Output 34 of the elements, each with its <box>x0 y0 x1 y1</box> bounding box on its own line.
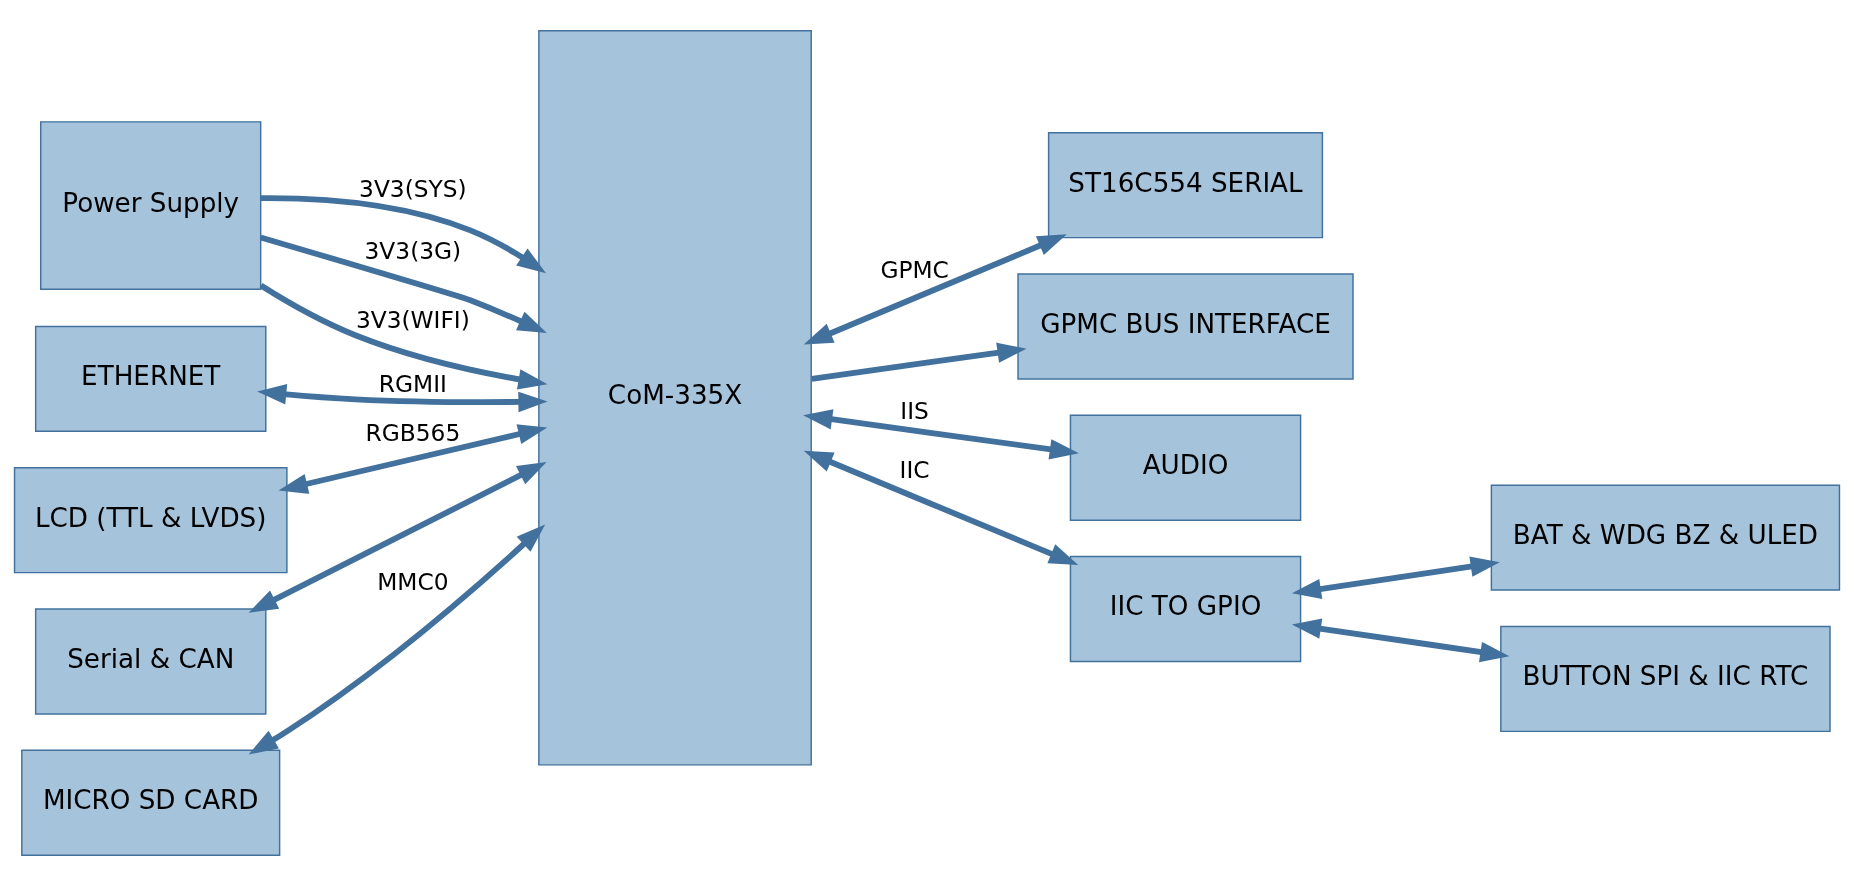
edge-label: 3V3(3G) <box>364 236 462 264</box>
arrow <box>1291 618 1510 662</box>
arrow <box>803 408 1079 459</box>
arrow <box>259 282 548 389</box>
arrow <box>278 423 548 494</box>
node-box: ST16C554 SERIAL <box>1047 131 1324 238</box>
arrow <box>260 194 547 273</box>
arrow <box>248 461 547 613</box>
node-box: IIC TO GPIO <box>1069 555 1302 662</box>
edge-label: RGMII <box>378 369 447 397</box>
arrow <box>248 524 546 754</box>
node-box: AUDIO <box>1069 414 1302 521</box>
arrow <box>1291 555 1500 599</box>
node-box: GPMC BUS INTERFACE <box>1017 272 1354 380</box>
edge-label: IIC <box>899 455 930 483</box>
arrow <box>259 234 547 333</box>
arrow <box>811 342 1027 382</box>
node-box: ETHERNET <box>34 325 267 432</box>
edge-label: GPMC <box>880 255 949 283</box>
edge-label: 3V3(WIFI) <box>355 305 470 333</box>
node-box: BAT & WDG BZ & ULED <box>1490 484 1841 591</box>
edge-label: IIS <box>900 396 929 424</box>
arrow <box>803 450 1079 565</box>
node-box: LCD (TTL & LVDS) <box>13 466 288 573</box>
node-box: Serial & CAN <box>34 607 267 715</box>
node-box: CoM-335X <box>538 29 812 766</box>
node-box: MICRO SD CARD <box>21 749 281 856</box>
edge-label: RGB565 <box>365 418 461 446</box>
edge-label: MMC0 <box>377 567 449 595</box>
arrow <box>803 233 1067 345</box>
node-box: BUTTON SPI & IIC RTC <box>1500 625 1831 732</box>
edge-label: 3V3(SYS) <box>359 174 467 202</box>
arrow <box>257 383 548 412</box>
node-box: Power Supply <box>40 120 262 290</box>
